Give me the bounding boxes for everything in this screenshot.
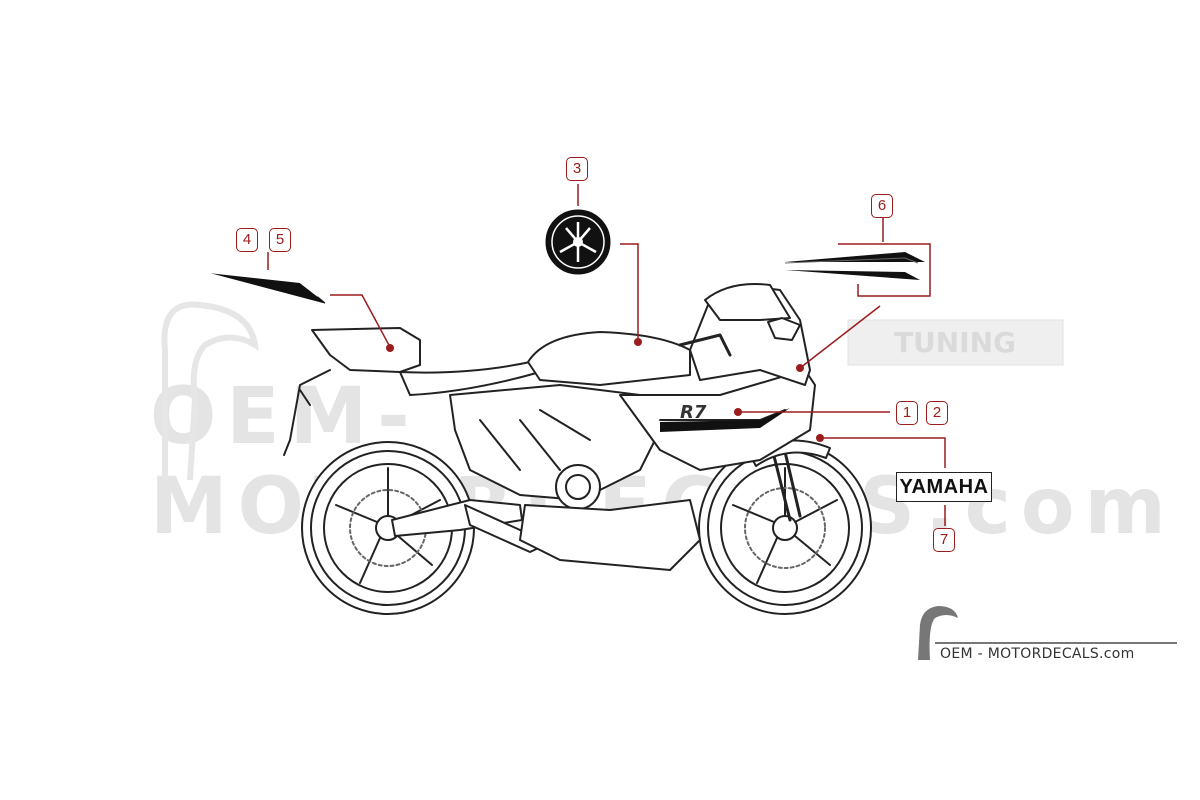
svg-text:TUNING: TUNING xyxy=(894,326,1016,359)
leader-dots xyxy=(386,338,824,442)
footer-rule xyxy=(935,642,1177,644)
leader-lines xyxy=(267,184,946,526)
fairing-stripe-decal xyxy=(660,408,790,432)
decal-6-fairing-stripes xyxy=(784,252,925,280)
license-plate-holder xyxy=(283,369,331,456)
callout-6: 6 xyxy=(871,194,893,218)
callout-3: 3 xyxy=(566,157,588,181)
callout-1: 1 xyxy=(896,401,918,425)
decal-3-emblem xyxy=(545,209,611,275)
motorcycle xyxy=(283,283,872,615)
decal-7-yamaha-wordmark: YAMAHA xyxy=(896,472,992,502)
fairing-model-mark: R7 xyxy=(680,402,707,423)
tail-section xyxy=(311,327,421,373)
callout-2: 2 xyxy=(926,401,948,425)
belly-pan xyxy=(519,499,701,571)
callout-5: 5 xyxy=(269,228,291,252)
frame xyxy=(449,384,661,501)
watermark-toucan-icon xyxy=(161,301,259,481)
callout-4: 4 xyxy=(236,228,258,252)
callout-7: 7 xyxy=(933,528,955,552)
handlebar xyxy=(678,333,732,357)
footer-brand-text: OEM - MOTORDECALS.com xyxy=(940,646,1135,662)
fuel-tank xyxy=(527,331,691,386)
toucan-logo-icon xyxy=(918,606,958,660)
front-wheel xyxy=(698,441,872,615)
mirror xyxy=(767,317,801,341)
watermark-tuning-badge: TUNING xyxy=(847,319,1064,366)
